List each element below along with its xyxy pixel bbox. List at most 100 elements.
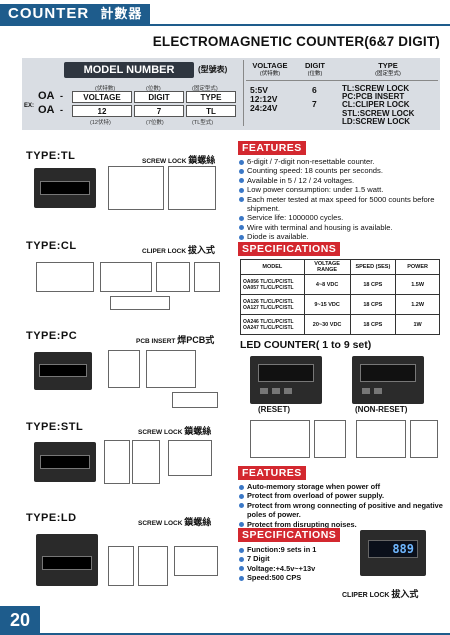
digit-list: 6 7 [312, 85, 317, 109]
type-pc-drawing-side [146, 350, 196, 388]
type-stl-drawing-2 [132, 440, 160, 484]
type-stl-device [34, 442, 96, 482]
type-cl-drawing-front [36, 262, 94, 292]
led-display: 889 [368, 540, 418, 558]
specifications2-list: Function:9 sets in 1 7 Digit Voltage:+4.… [238, 545, 358, 583]
feature-item: Protect from overload of power supply. [238, 491, 446, 500]
dash-2: - [60, 105, 63, 115]
type-tl-heading: TYPE:TL [26, 150, 76, 162]
col-cn-voltage: (伏特數) [95, 86, 116, 92]
voltage-list: 5:5V 12:12V 24:24V [250, 85, 278, 113]
spec-item: Function:9 sets in 1 [238, 545, 358, 554]
led-counter-title: LED COUNTER( 1 to 9 set) [240, 339, 372, 351]
spec-col-power: POWER [395, 259, 440, 275]
type-cl-heading: TYPE:CL [26, 240, 77, 252]
type-pc-device [34, 352, 92, 390]
feature-item: 6-digit / 7-digit non-resettable counter… [238, 157, 443, 166]
feature-item: Auto-memory storage when power off [238, 482, 446, 491]
type-tl-device [34, 168, 96, 208]
type-pc-drawing-pcb [172, 392, 218, 408]
model-divider [243, 60, 244, 126]
features2-list: Auto-memory storage when power off Prote… [238, 482, 446, 529]
type-stl-drawing-1 [104, 440, 130, 484]
led-reset-device [250, 356, 322, 404]
spec-head-type: TYPE (固定型式) [375, 61, 401, 77]
led-drawing-top [356, 420, 406, 458]
footer-rule [40, 633, 450, 635]
led-reset-label: (RESET) [258, 405, 290, 414]
led-drawing-front [250, 420, 310, 458]
type-stl-note: SCREW LOCK 鎖螺絲 [138, 426, 212, 436]
specifications-heading: SPECIFICATIONS [238, 242, 341, 256]
led-nonreset-label: (NON-RESET) [355, 405, 408, 414]
type-ld-drawing-3 [174, 546, 218, 576]
feature-item: Service life: 1000000 cycles. [238, 213, 443, 222]
col-voltage: VOLTAGE [72, 91, 132, 103]
model-number-label: MODEL NUMBER [64, 62, 194, 78]
feature-item: Available in 5 / 12 / 24 voltages. [238, 176, 443, 185]
example-cn-digit: (7位數) [146, 120, 164, 126]
feature-item: Low power consumption: under 1.5 watt. [238, 185, 443, 194]
features-list: 6-digit / 7-digit non-resettable counter… [238, 157, 443, 242]
prefix-oa-example: OA [38, 104, 55, 116]
col-cn-type: (固定型式) [192, 86, 218, 92]
example-cn-type: (TL型式) [192, 120, 214, 126]
type-ld-heading: TYPE:LD [26, 512, 77, 524]
col-cn-digit: (位數) [146, 86, 161, 92]
dash-1: - [60, 91, 63, 101]
feature-item: Wire with terminal and housing is availa… [238, 223, 443, 232]
page-title: ELECTROMAGNETIC COUNTER(6&7 DIGIT) [152, 34, 440, 49]
type-tl-drawing-side [108, 166, 164, 210]
type-cl-drawing-side [156, 262, 190, 292]
type-tl-drawing-front [168, 166, 216, 210]
example-cn-voltage: (12伏特) [90, 120, 111, 126]
header-title: COUNTER [8, 5, 90, 22]
ex-label: EX: [24, 103, 35, 109]
feature-item: Protect from wrong connecting of positiv… [238, 501, 446, 520]
type-stl-drawing-3 [168, 440, 212, 476]
type-cl-drawing-bottom [110, 296, 170, 310]
type-pc-drawing-front [108, 350, 140, 388]
features-heading: FEATURES [238, 141, 306, 155]
spec-col-voltage: VOLTAGE RANGE [303, 259, 351, 275]
spec-item: Speed:500 CPS [238, 573, 358, 582]
type-stl-heading: TYPE:STL [26, 421, 84, 433]
type-ld-drawing-2 [138, 546, 168, 586]
spec-item: 7 Digit [238, 554, 358, 563]
type-cl-note: CLIPER LOCK 拔入式 [142, 245, 215, 255]
spec-col-model: MODEL [240, 259, 305, 275]
header-rule [0, 24, 450, 26]
led-drawing-end [410, 420, 438, 458]
cliper-lock-label: CLIPER LOCK 拔入式 [342, 589, 419, 599]
model-number-sub: (型號表) [198, 65, 228, 74]
col-type: TYPE [186, 91, 236, 103]
spec-head-digit: DIGIT (位數) [305, 61, 325, 77]
prefix-oa: OA [38, 90, 55, 102]
example-type: TL [186, 105, 236, 117]
header-tab: COUNTER 計數器 [0, 4, 150, 24]
spec-table: MODEL VOLTAGE RANGE SPEED (SES) POWER OA… [240, 259, 440, 335]
feature-item: Counting speed: 18 counts per seconds. [238, 166, 443, 175]
led-cliper-device: 889 [360, 530, 426, 576]
type-pc-heading: TYPE:PC [26, 330, 78, 342]
features2-heading: FEATURES [238, 466, 306, 480]
led-nonreset-device [352, 356, 424, 404]
type-tl-note: SCREW LOCK 鎖螺絲 [142, 155, 216, 165]
type-ld-drawing-1 [108, 546, 134, 586]
type-list: TL:SCREW LOCK PC:PCB INSERT CL:CLIPER LO… [342, 84, 415, 126]
feature-item: Protect from disrupting noises. [238, 520, 446, 529]
specifications2-heading: SPECIFICATIONS [238, 528, 341, 542]
page-number: 20 [0, 606, 40, 635]
spec-head-voltage: VOLTAGE (伏特數) [252, 61, 288, 77]
feature-item: Diode is available. [238, 232, 443, 241]
type-pc-note: PCB INSERT 焊PCB式 [136, 335, 215, 345]
type-ld-note: SCREW LOCK 鎖螺絲 [138, 517, 212, 527]
feature-item: Each meter tested at max speed for 5000 … [238, 195, 443, 214]
example-voltage: 12 [72, 105, 132, 117]
type-ld-device [36, 534, 98, 586]
led-drawing-side [314, 420, 346, 458]
spec-col-speed: SPEED (SES) [349, 259, 397, 275]
